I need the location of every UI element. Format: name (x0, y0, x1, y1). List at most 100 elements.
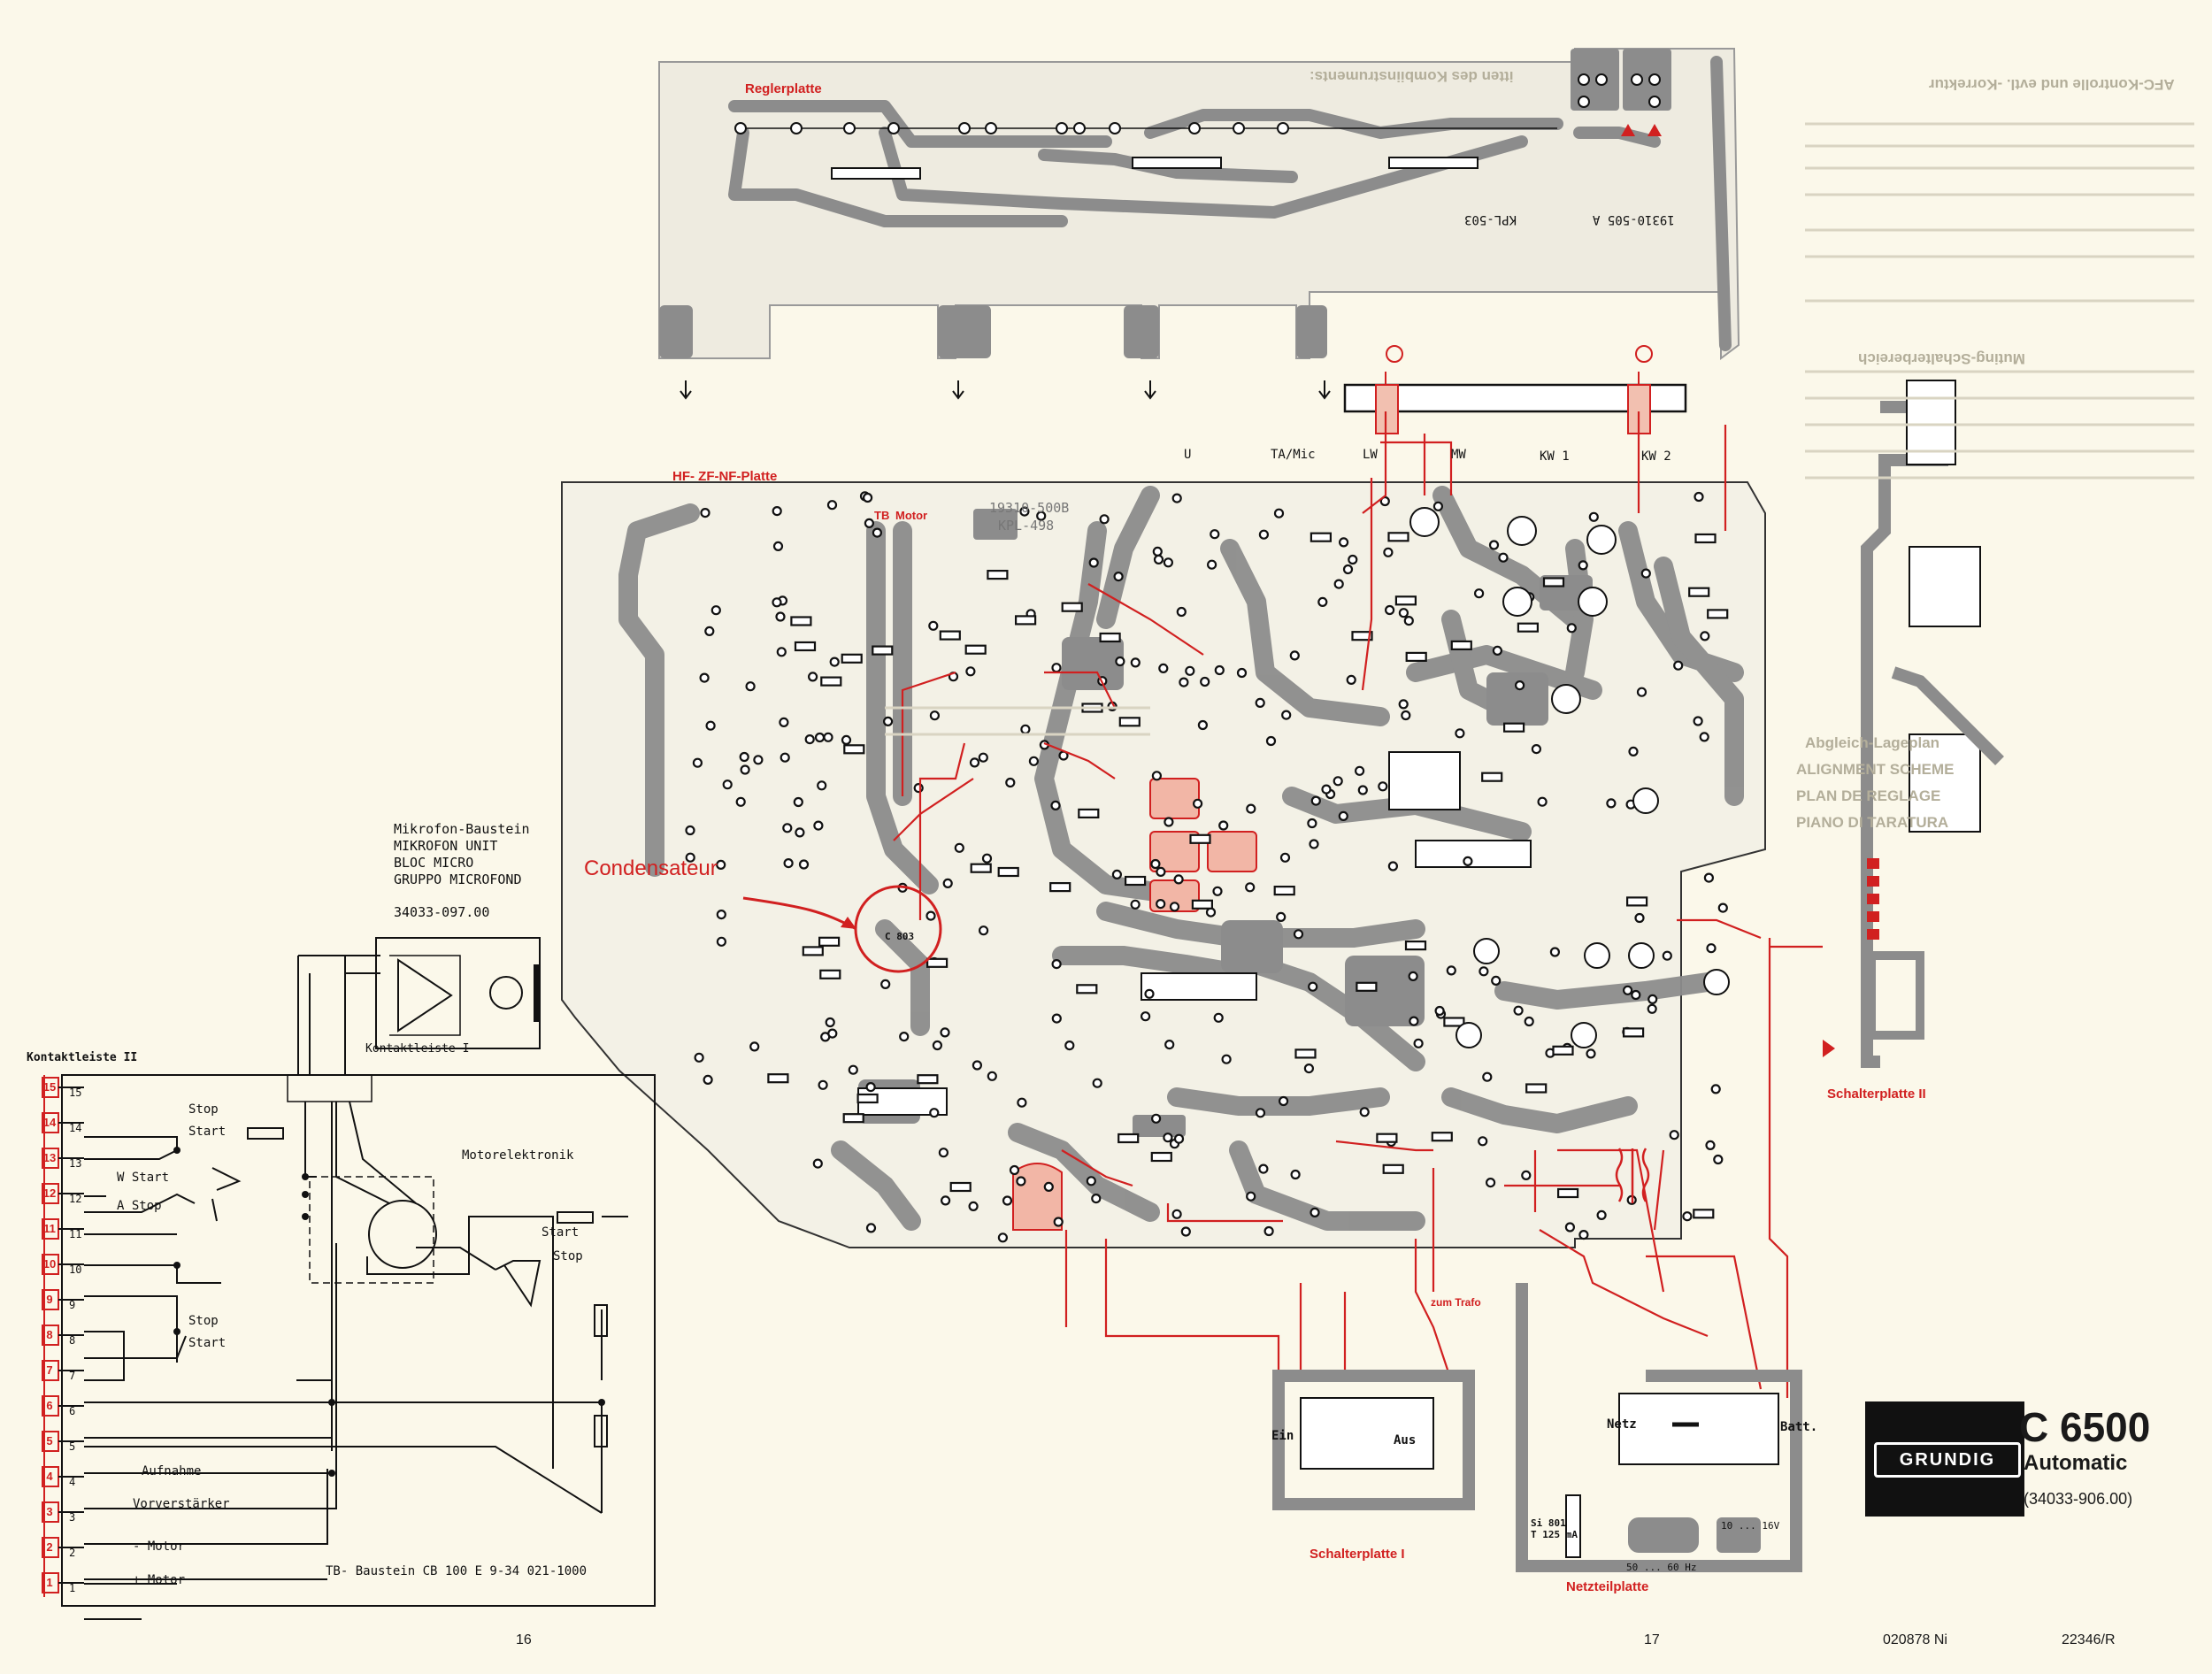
model-variant: Automatic (2024, 1451, 2128, 1475)
solder-pad (1606, 798, 1617, 809)
micro-module-title: Mikrofon-Baustein MIKROFON UNIT BLOC MIC… (394, 821, 530, 921)
contact-pin-number: 2 (46, 1540, 53, 1554)
contact-pin-inner-number: 11 (69, 1228, 82, 1240)
solder-pad (1321, 784, 1332, 795)
solder-pad (932, 1040, 943, 1051)
solder-pad (972, 1060, 983, 1071)
solder-pad (1213, 1012, 1224, 1023)
solder-pad (772, 541, 784, 552)
solder-pad (1673, 660, 1684, 671)
contact-pin-inner-number: 13 (69, 1157, 82, 1170)
band-u: U (1184, 448, 1192, 462)
component-body (1124, 875, 1147, 887)
solder-pad (823, 732, 833, 742)
solder-pad (1064, 1040, 1075, 1051)
solder-pad (1221, 1054, 1232, 1064)
solder-pad (1348, 554, 1358, 565)
solder-pad (1514, 680, 1525, 691)
solder-pad (694, 1052, 704, 1063)
micro-line: MIKROFON UNIT (394, 838, 498, 854)
solder-pad (1401, 710, 1411, 721)
solder-pad (1130, 899, 1141, 910)
solder-pad (1308, 981, 1318, 992)
solder-pad (1700, 631, 1710, 641)
solder-pad (1307, 818, 1317, 829)
solder-pad (1289, 650, 1300, 661)
kpl498-label: KPL-498 (998, 518, 1055, 534)
solder-pad (710, 605, 721, 616)
contact-pin-number: 9 (46, 1293, 53, 1306)
solder-pad (1140, 1011, 1151, 1022)
frequency-label: 50 ... 60 Hz (1626, 1562, 1697, 1573)
solder-pad (1338, 537, 1349, 548)
component-body (820, 676, 842, 687)
solder-pad (1309, 839, 1319, 849)
kpl503-label: KPL-503 (1464, 212, 1517, 227)
solder-pad (928, 620, 939, 631)
solder-pad (987, 1071, 997, 1081)
component-body (1481, 772, 1503, 782)
contact-pin-number: 8 (46, 1328, 53, 1341)
solder-pad (1156, 866, 1166, 878)
doc-code: 22346/R (2062, 1632, 2116, 1647)
solder-pad (1200, 676, 1210, 687)
solder-pad (1197, 719, 1209, 731)
contact-pin-inner-number: 1 (69, 1582, 76, 1594)
component-body (1076, 984, 1098, 994)
component-body (794, 641, 817, 652)
solder-pad (1379, 495, 1390, 507)
faint-heading: PLAN DE REGLAGE (1796, 787, 1941, 804)
component-body (1078, 808, 1100, 819)
component-body (1191, 899, 1214, 910)
solder-pad (775, 611, 786, 622)
solder-pad (1479, 966, 1489, 977)
solder-pad (965, 666, 976, 677)
solder-pad (1713, 1154, 1724, 1165)
component-body (841, 653, 863, 664)
band-switch-bar (1343, 345, 1687, 434)
contact-pin-inner-number: 4 (69, 1476, 76, 1488)
solder-pad (1498, 552, 1509, 563)
solder-pad (827, 1028, 838, 1039)
component-body (1351, 631, 1373, 641)
solder-pad (1050, 800, 1061, 811)
model-code: (34033-906.00) (2024, 1490, 2133, 1508)
solder-pad (1342, 564, 1354, 575)
solder-pad (940, 1195, 951, 1206)
solder-pad (1150, 1113, 1162, 1124)
band-lw: LW (1363, 448, 1378, 462)
contact-pin-number: 6 (46, 1399, 53, 1412)
solder-pad (938, 1148, 949, 1158)
netz-label: Netz (1607, 1417, 1637, 1432)
solder-pad (735, 796, 746, 807)
solder-pad (1491, 975, 1502, 987)
solder-pad (1053, 1217, 1064, 1227)
solder-pad (1051, 958, 1062, 970)
micro-line: Mikrofon-Baustein (394, 821, 530, 837)
solder-pad (1236, 667, 1248, 679)
solder-pad (1151, 771, 1163, 781)
component-body (1450, 640, 1472, 651)
solder-pad (1051, 1013, 1062, 1024)
zum-trafo-label: zum Trafo (1431, 1296, 1481, 1309)
c803-label: C 803 (885, 931, 915, 942)
regler-label: Reglerplatte (745, 81, 822, 96)
solder-pad (1091, 1193, 1102, 1204)
component-body (926, 957, 949, 968)
solder-pad (1088, 557, 1099, 568)
component-body (1517, 622, 1540, 633)
solder-pad (722, 779, 733, 790)
solder-pad (978, 752, 988, 763)
solder-pad (783, 857, 794, 869)
faint-heading: itten des Kombiinstruments: (1310, 68, 1514, 85)
a-stop-label: A Stop (117, 1199, 162, 1213)
component-body (1552, 1045, 1574, 1056)
solder-pad (1564, 1222, 1576, 1232)
netzteilplatte-label: Netzteilplatte (1566, 1579, 1649, 1594)
solder-pad (1245, 882, 1256, 893)
band-kw1: KW 1 (1540, 449, 1570, 464)
solder-pad (929, 1108, 940, 1118)
contact-pin-inner-number: 9 (69, 1299, 76, 1311)
solder-pad (1333, 776, 1343, 787)
solder-pad (782, 823, 793, 833)
